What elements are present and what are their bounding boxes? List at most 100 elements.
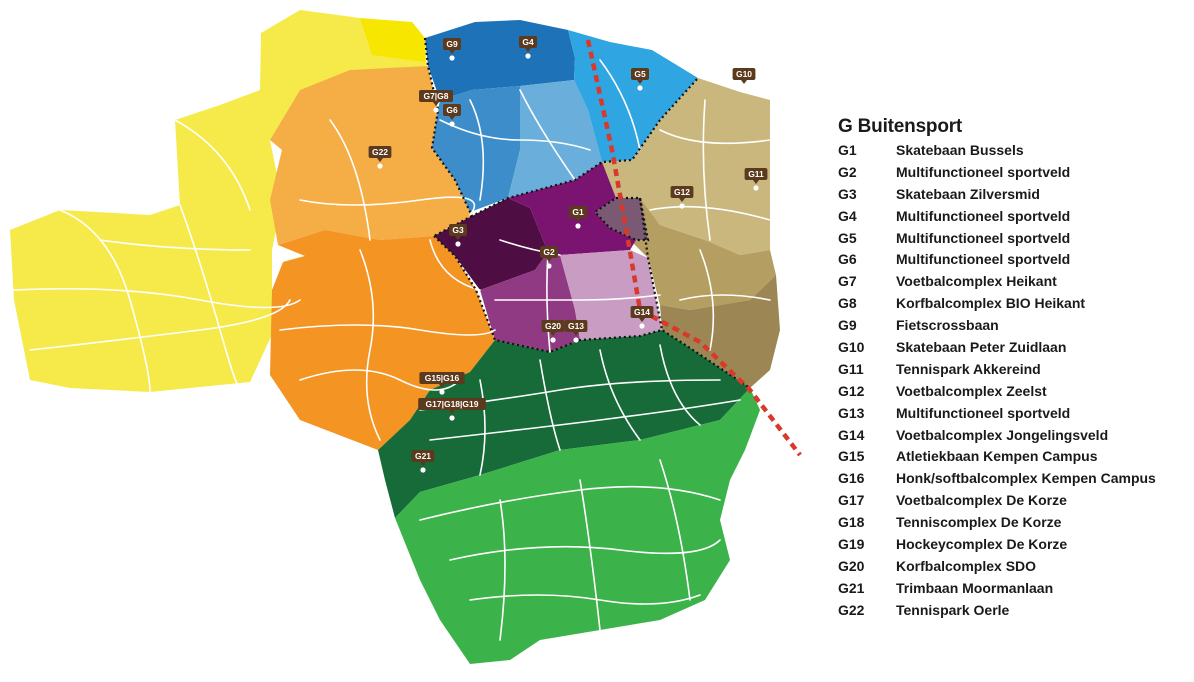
legend-name: Fietscrossbaan <box>896 317 999 334</box>
marker-label: G5 <box>634 69 646 79</box>
map-marker[interactable]: G6 <box>443 104 461 127</box>
map-marker[interactable]: G7|G8 <box>419 90 453 113</box>
legend-code: G10 <box>838 339 865 356</box>
region-tan-dark[interactable] <box>660 275 780 388</box>
region-blue-dark[interactable] <box>425 20 575 100</box>
marker-pointer <box>639 318 645 322</box>
marker-badge <box>443 104 461 116</box>
legend-code: G21 <box>838 579 865 596</box>
legend-code: G6 <box>838 251 857 268</box>
marker-pointer <box>449 116 455 120</box>
marker-label: G22 <box>372 147 388 157</box>
marker-pointer <box>455 236 461 240</box>
marker-badge <box>564 320 588 332</box>
region-west-yellow-bright[interactable] <box>360 18 425 62</box>
legend-name: Multifunctioneel sportveld <box>896 251 1071 268</box>
map-marker[interactable]: G5 <box>631 68 649 91</box>
marker-badge <box>540 246 558 258</box>
legend-name: Multifunctioneel sportveld <box>896 163 1071 180</box>
map-marker[interactable]: G3 <box>449 224 467 247</box>
map-marker[interactable]: G22 <box>368 146 392 169</box>
map-marker[interactable]: G2 <box>540 246 558 269</box>
marker-label: G13 <box>568 321 584 331</box>
region-green-light[interactable] <box>395 388 760 664</box>
marker-dot-icon <box>433 107 439 113</box>
map-marker[interactable]: G13 <box>564 320 588 343</box>
region-blue-sky[interactable] <box>568 30 698 162</box>
marker-dot-icon <box>550 337 556 343</box>
region-mauve[interactable] <box>595 198 648 240</box>
marker-pointer <box>573 332 579 336</box>
legend-item: G17 Voetbalcomplex De Korze <box>838 490 1156 512</box>
legend-code: G8 <box>838 295 857 312</box>
marker-badge <box>631 68 649 80</box>
marker-dot-icon <box>449 55 455 61</box>
marker-dot-icon <box>637 85 643 91</box>
legend-code: G2 <box>838 163 857 180</box>
legend-code: G1 <box>838 142 857 158</box>
legend-name: Multifunctioneel sportveld <box>896 404 1071 421</box>
legend-code: G13 <box>838 404 865 421</box>
marker-label: G2 <box>543 247 555 257</box>
marker-pointer <box>377 158 383 162</box>
legend-name: Skatebaan Peter Zuidlaan <box>896 339 1067 356</box>
marker-label: G14 <box>634 307 650 317</box>
map-marker[interactable]: G17|G18|G19 <box>418 398 486 421</box>
region-blue-mid[interactable] <box>432 86 520 212</box>
legend-item: G12 Voetbalcomplex Zeelst <box>838 381 1156 403</box>
marker-pointer <box>439 384 445 388</box>
marker-dot-icon <box>449 121 455 127</box>
map-marker[interactable]: G1 <box>569 206 587 229</box>
map-marker[interactable]: G21 <box>411 450 435 473</box>
marker-badge <box>541 320 565 332</box>
marker-label: G4 <box>522 37 534 47</box>
map-marker[interactable]: G9 <box>443 38 461 61</box>
legend-name: Honk/softbalcomplex Kempen Campus <box>896 470 1156 487</box>
marker-badge <box>519 36 537 48</box>
marker-badge <box>419 372 465 384</box>
marker-dot-icon <box>420 467 426 473</box>
region-tan-mid[interactable] <box>630 198 776 310</box>
legend-code: G9 <box>838 317 857 334</box>
map-marker[interactable]: G14 <box>630 306 654 329</box>
marker-pointer <box>753 180 759 184</box>
map-marker[interactable]: G15|G16 <box>419 372 465 395</box>
marker-label: G7|G8 <box>423 91 448 101</box>
marker-badge <box>368 146 392 158</box>
marker-dot-icon <box>439 389 445 395</box>
legend-code: G20 <box>838 557 865 574</box>
region-orange[interactable] <box>270 230 495 450</box>
legend-code: G14 <box>838 426 865 443</box>
legend-code: G12 <box>838 382 865 399</box>
marker-pointer <box>433 102 439 106</box>
legend-name: Voetbalcomplex Zeelst <box>896 382 1047 399</box>
marker-dot-icon <box>753 185 759 191</box>
map-marker[interactable]: G20 <box>541 320 565 343</box>
legend-name: Skatebaan Bussels <box>896 142 1024 158</box>
marker-badge <box>732 68 756 80</box>
legend-name: Atletiekbaan Kempen Campus <box>896 448 1098 465</box>
legend-item: G1 Skatebaan Bussels <box>838 140 1156 162</box>
legend-name: Voetbalcomplex Heikant <box>896 273 1057 290</box>
marker-badge <box>744 168 768 180</box>
map-marker[interactable]: G4 <box>519 36 537 59</box>
map-marker[interactable]: G11 <box>744 168 768 191</box>
marker-pointer <box>741 80 747 84</box>
legend-code: G17 <box>838 492 865 509</box>
legend-name: Voetbalcomplex De Korze <box>896 492 1067 509</box>
map-marker[interactable]: G12 <box>670 186 694 209</box>
marker-dot-icon <box>449 415 455 421</box>
legend-name: Voetbalcomplex Jongelingsveld <box>896 426 1109 443</box>
region-blue-light[interactable] <box>508 80 602 198</box>
region-west-yellow[interactable] <box>10 10 427 392</box>
map-marker[interactable]: G10 <box>732 68 756 91</box>
marker-dot-icon <box>741 85 747 91</box>
marker-label: G20 <box>545 321 561 331</box>
district-regions <box>10 10 780 664</box>
